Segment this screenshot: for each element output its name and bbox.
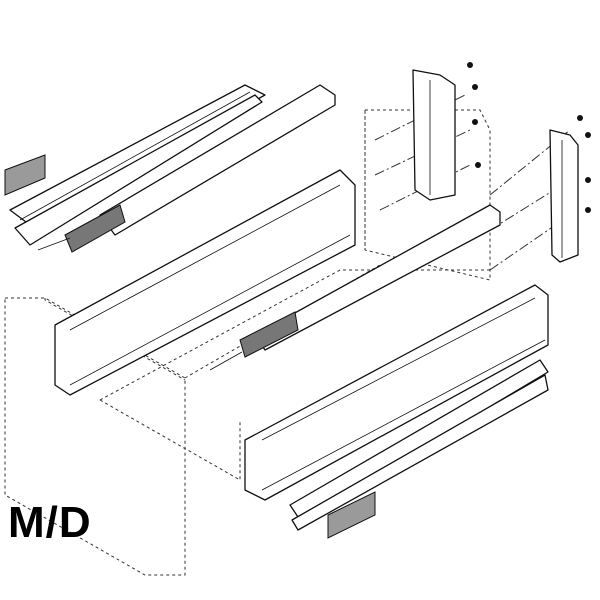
- runner-left: [4, 84, 266, 246]
- model-label: M/D: [8, 498, 92, 547]
- front-bracket-right: [549, 129, 579, 263]
- runner-right: [289, 359, 549, 539]
- drawer-side-right: [244, 284, 549, 501]
- side-rail-lower: [209, 204, 501, 371]
- side-rail-upper: [37, 84, 336, 253]
- screws: [467, 62, 591, 213]
- front-bracket-left: [412, 69, 456, 201]
- drawer-side-left: [54, 169, 356, 396]
